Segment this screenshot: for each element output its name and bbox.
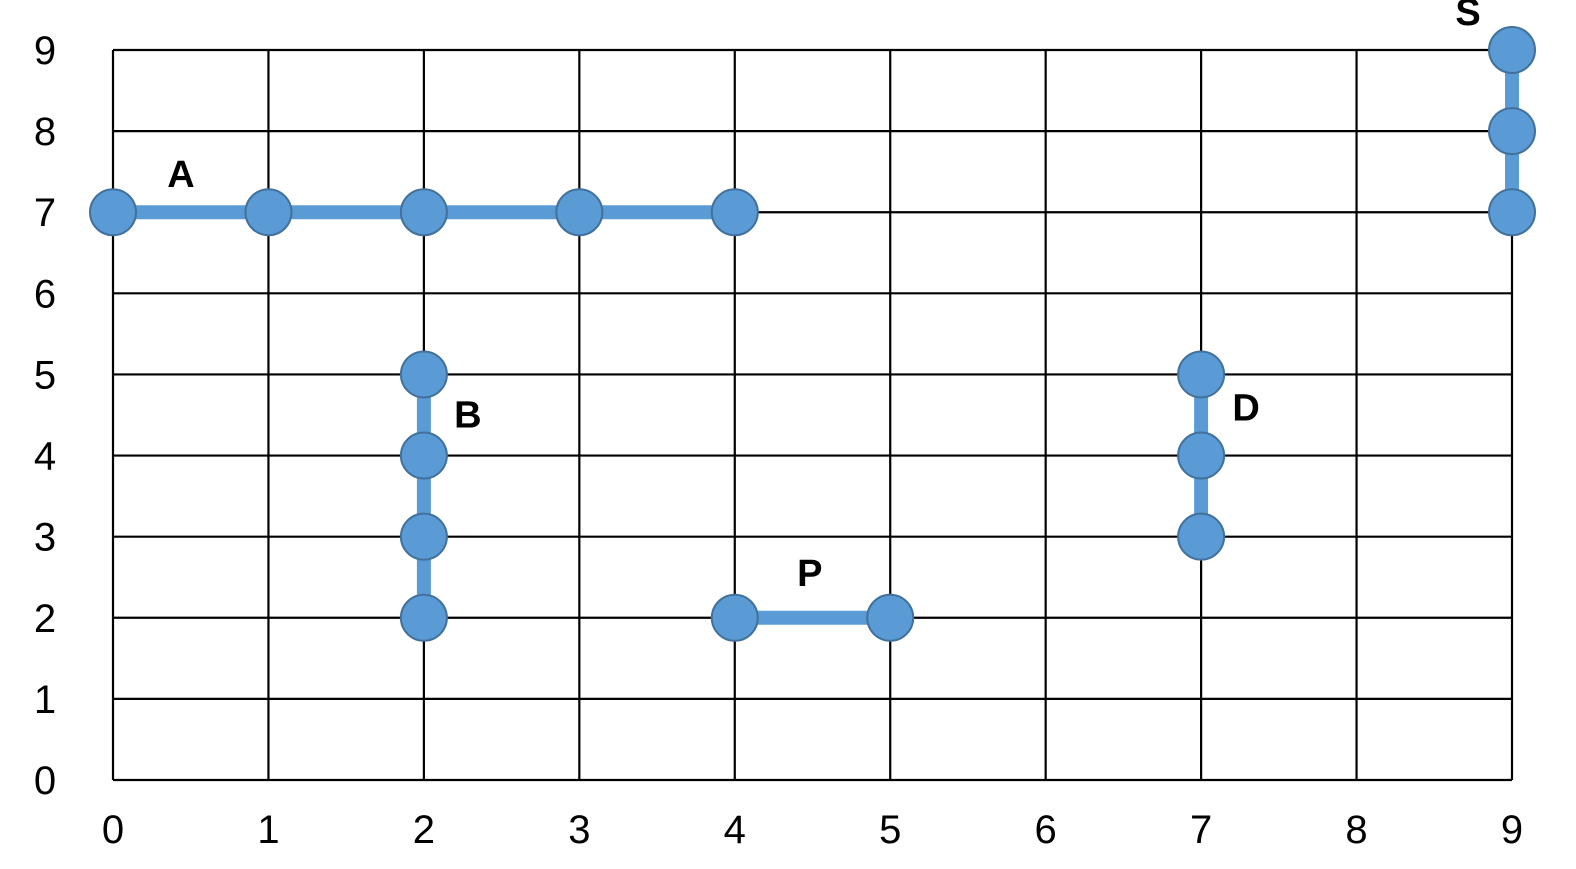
segment-label: A <box>167 154 194 196</box>
segment-node <box>1177 350 1226 399</box>
x-tick-label: 8 <box>1345 808 1367 852</box>
x-tick-label: 2 <box>413 808 435 852</box>
segment-p <box>710 593 915 642</box>
y-tick-label: 9 <box>34 29 56 73</box>
segment-node <box>89 188 137 237</box>
y-tick-label: 0 <box>34 759 56 803</box>
y-tick-label: 7 <box>34 191 56 235</box>
x-tick-label: 3 <box>568 808 590 852</box>
segment-node <box>555 188 604 237</box>
segment-node <box>1488 26 1536 74</box>
x-tick-label: 1 <box>257 808 279 852</box>
segment-node <box>399 188 448 237</box>
segment-node <box>710 593 759 642</box>
segment-node <box>1488 188 1536 237</box>
segment-label: D <box>1232 387 1259 429</box>
segment-label: S <box>1455 0 1480 34</box>
segment-node <box>866 593 915 642</box>
y-tick-label: 1 <box>34 678 56 722</box>
y-tick-label: 8 <box>34 110 56 154</box>
segment-label: B <box>454 394 481 436</box>
segment-node <box>710 188 759 237</box>
segment-node <box>399 350 448 399</box>
x-tick-label: 4 <box>724 808 746 852</box>
segment-node <box>399 512 448 561</box>
segment-d <box>1177 350 1226 561</box>
segment-node <box>244 188 293 237</box>
y-tick-label: 2 <box>34 597 56 641</box>
x-tick-label: 7 <box>1190 808 1212 852</box>
grid-lines <box>111 48 1514 782</box>
x-tick-label: 6 <box>1035 808 1057 852</box>
segment-node <box>399 431 448 480</box>
x-tick-label: 5 <box>879 808 901 852</box>
segments <box>89 26 1536 642</box>
x-tick-label: 0 <box>102 808 124 852</box>
segment-s <box>1488 26 1536 237</box>
y-tick-label: 5 <box>34 353 56 397</box>
segment-node <box>1177 512 1226 561</box>
segment-labels: A B P D S <box>167 0 1480 595</box>
x-tick-label: 9 <box>1501 808 1523 852</box>
y-tick-label: 3 <box>34 516 56 560</box>
y-tick-label: 4 <box>34 435 56 479</box>
segment-node <box>1488 107 1536 156</box>
segment-node <box>399 593 448 642</box>
y-tick-label: 6 <box>34 272 56 316</box>
segment-node <box>1177 431 1226 480</box>
segment-b <box>399 350 448 642</box>
segment-a <box>89 188 759 237</box>
axis-tick-labels: 0 1 2 3 4 5 6 7 8 9 0 1 2 3 4 5 6 7 8 9 <box>34 29 1523 852</box>
segment-label: P <box>797 553 822 595</box>
